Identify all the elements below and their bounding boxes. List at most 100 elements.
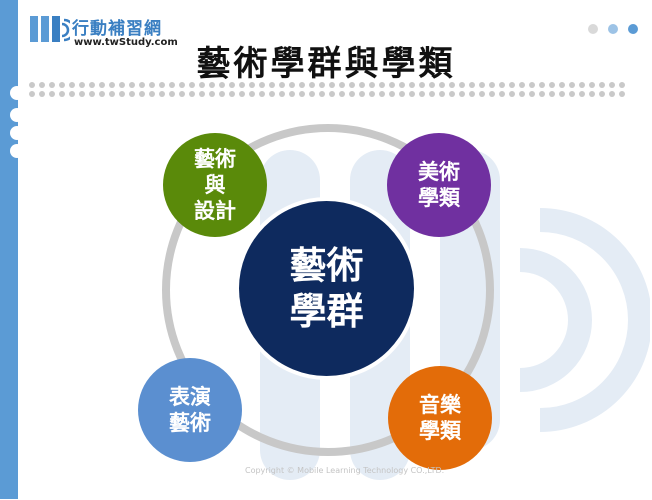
divider-dot bbox=[199, 91, 205, 97]
divider-dot bbox=[149, 91, 155, 97]
divider-dot bbox=[139, 82, 145, 88]
dotted-divider bbox=[29, 82, 625, 97]
divider-dot bbox=[149, 82, 155, 88]
node-label-line: 學類 bbox=[419, 419, 461, 443]
diagram-ring bbox=[162, 124, 494, 456]
divider-dot bbox=[269, 91, 275, 97]
divider-dot bbox=[579, 91, 585, 97]
divider-dot bbox=[519, 82, 525, 88]
divider-dot bbox=[309, 82, 315, 88]
divider-dot bbox=[239, 91, 245, 97]
divider-dot bbox=[569, 82, 575, 88]
divider-dot bbox=[89, 91, 95, 97]
divider-dot bbox=[69, 91, 75, 97]
divider-dot bbox=[559, 91, 565, 97]
node-label-line: 學類 bbox=[418, 186, 460, 210]
divider-dot bbox=[509, 82, 515, 88]
divider-dot bbox=[279, 82, 285, 88]
divider-dot bbox=[219, 82, 225, 88]
divider-dot bbox=[349, 91, 355, 97]
divider-dot bbox=[129, 91, 135, 97]
node-label-line: 音樂 bbox=[419, 393, 461, 417]
divider-dot bbox=[119, 91, 125, 97]
divider-dot bbox=[49, 91, 55, 97]
node-arts-and-design: 藝術 與 設計 bbox=[163, 133, 267, 237]
divider-dot bbox=[599, 91, 605, 97]
divider-dot bbox=[429, 91, 435, 97]
divider-dot bbox=[169, 82, 175, 88]
copyright-text: Copyright © Mobile Learning Technology C… bbox=[245, 466, 445, 475]
divider-dot bbox=[549, 82, 555, 88]
divider-dot bbox=[619, 82, 625, 88]
divider-dot bbox=[259, 91, 265, 97]
center-label-line: 學群 bbox=[289, 289, 364, 333]
divider-dot bbox=[269, 82, 275, 88]
divider-dot bbox=[249, 82, 255, 88]
divider-dot bbox=[539, 82, 545, 88]
divider-dot bbox=[469, 82, 475, 88]
divider-dot bbox=[129, 82, 135, 88]
divider-dot bbox=[479, 91, 485, 97]
divider-dot bbox=[219, 91, 225, 97]
divider-dot bbox=[229, 91, 235, 97]
divider-dot bbox=[179, 82, 185, 88]
divider-dot bbox=[79, 91, 85, 97]
divider-dot bbox=[619, 91, 625, 97]
node-label-line: 美術 bbox=[418, 160, 460, 184]
divider-dot bbox=[259, 82, 265, 88]
divider-dot bbox=[419, 91, 425, 97]
divider-dot bbox=[159, 82, 165, 88]
divider-dot bbox=[349, 82, 355, 88]
logo-name: 行動補習網 bbox=[72, 19, 162, 39]
divider-dot bbox=[579, 82, 585, 88]
divider-dot bbox=[469, 91, 475, 97]
divider-dot bbox=[289, 82, 295, 88]
divider-dot bbox=[479, 82, 485, 88]
divider-dot bbox=[489, 91, 495, 97]
node-music: 音樂 學類 bbox=[388, 366, 492, 470]
divider-dot bbox=[379, 82, 385, 88]
node-label-line: 藝術 bbox=[194, 147, 236, 171]
divider-dot bbox=[279, 91, 285, 97]
divider-dot bbox=[289, 91, 295, 97]
divider-dot bbox=[329, 91, 335, 97]
divider-dot bbox=[539, 91, 545, 97]
divider-dot bbox=[389, 91, 395, 97]
divider-dot bbox=[379, 91, 385, 97]
left-accent-bar bbox=[0, 0, 24, 499]
divider-dot bbox=[99, 91, 105, 97]
divider-dot bbox=[299, 91, 305, 97]
divider-dot bbox=[169, 91, 175, 97]
logo-url: www.twStudy.com bbox=[74, 37, 178, 48]
page-title: 藝術學群與學類 bbox=[196, 44, 456, 84]
divider-dot bbox=[119, 82, 125, 88]
divider-dot bbox=[359, 82, 365, 88]
node-fine-arts: 美術 學類 bbox=[387, 133, 491, 237]
divider-dot bbox=[589, 91, 595, 97]
divider-dot bbox=[589, 82, 595, 88]
divider-dot bbox=[399, 91, 405, 97]
divider-dot bbox=[429, 82, 435, 88]
divider-dot bbox=[39, 82, 45, 88]
divider-dot bbox=[529, 91, 535, 97]
divider-dot bbox=[319, 82, 325, 88]
divider-dot bbox=[459, 91, 465, 97]
divider-dot bbox=[59, 82, 65, 88]
divider-dot bbox=[29, 82, 35, 88]
divider-dot bbox=[139, 91, 145, 97]
divider-dot bbox=[449, 91, 455, 97]
divider-dot bbox=[459, 82, 465, 88]
divider-dot bbox=[39, 91, 45, 97]
divider-dot bbox=[499, 91, 505, 97]
divider-dot bbox=[69, 82, 75, 88]
divider-dot bbox=[609, 82, 615, 88]
divider-dot bbox=[239, 82, 245, 88]
logo-mark-icon bbox=[30, 16, 70, 42]
divider-dot bbox=[189, 82, 195, 88]
divider-dot bbox=[329, 82, 335, 88]
divider-dot bbox=[79, 82, 85, 88]
divider-dot bbox=[339, 82, 345, 88]
divider-dot bbox=[359, 91, 365, 97]
divider-dot bbox=[89, 82, 95, 88]
divider-dot bbox=[549, 91, 555, 97]
